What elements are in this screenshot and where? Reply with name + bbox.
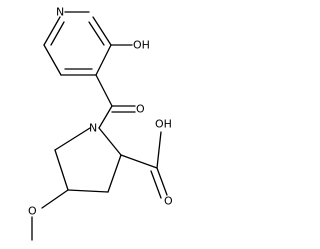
acid-oxygen-label: O bbox=[164, 195, 173, 208]
chemical-structure: N OH O N OH O O bbox=[28, 6, 173, 241]
pyrrolidine-nitrogen-label: N bbox=[89, 122, 97, 135]
methoxy-oxygen-label: O bbox=[28, 205, 37, 218]
bond-c5-c6 bbox=[43, 44, 62, 76]
bond-c2p-c3p bbox=[107, 154, 122, 193]
bond-c6-n1-double bbox=[50, 21, 65, 46]
bond-carbonyl-n bbox=[98, 105, 113, 129]
bond-c5p-n bbox=[54, 127, 91, 151]
bond-c2p-acid-c bbox=[120, 154, 158, 169]
carbonyl-oxygen-label: O bbox=[136, 103, 145, 116]
bond-c4p-o bbox=[41, 189, 69, 209]
bond-n-c2p bbox=[98, 127, 122, 156]
bonds bbox=[31, 11, 168, 241]
bond-c3-c4 bbox=[95, 44, 112, 76]
hydroxy-label: OH bbox=[133, 39, 150, 52]
bond-c2-c3-double bbox=[88, 21, 105, 46]
bond-acid-c-oh bbox=[156, 131, 162, 169]
acid-hydroxy-label: OH bbox=[155, 118, 172, 131]
bond-c4-carbonyl bbox=[95, 74, 113, 107]
bond-acid-c-o bbox=[156, 167, 168, 196]
bond-c3p-c4p bbox=[67, 189, 109, 193]
bond-c6-n1 bbox=[43, 16, 61, 46]
atom-labels: N OH O N OH O O bbox=[28, 6, 173, 218]
bond-c2-c3 bbox=[92, 16, 112, 46]
bond-c4p-c5p bbox=[54, 149, 69, 191]
ring-nitrogen-label: N bbox=[56, 6, 64, 19]
bond-acid-c-o-double bbox=[150, 170, 162, 199]
